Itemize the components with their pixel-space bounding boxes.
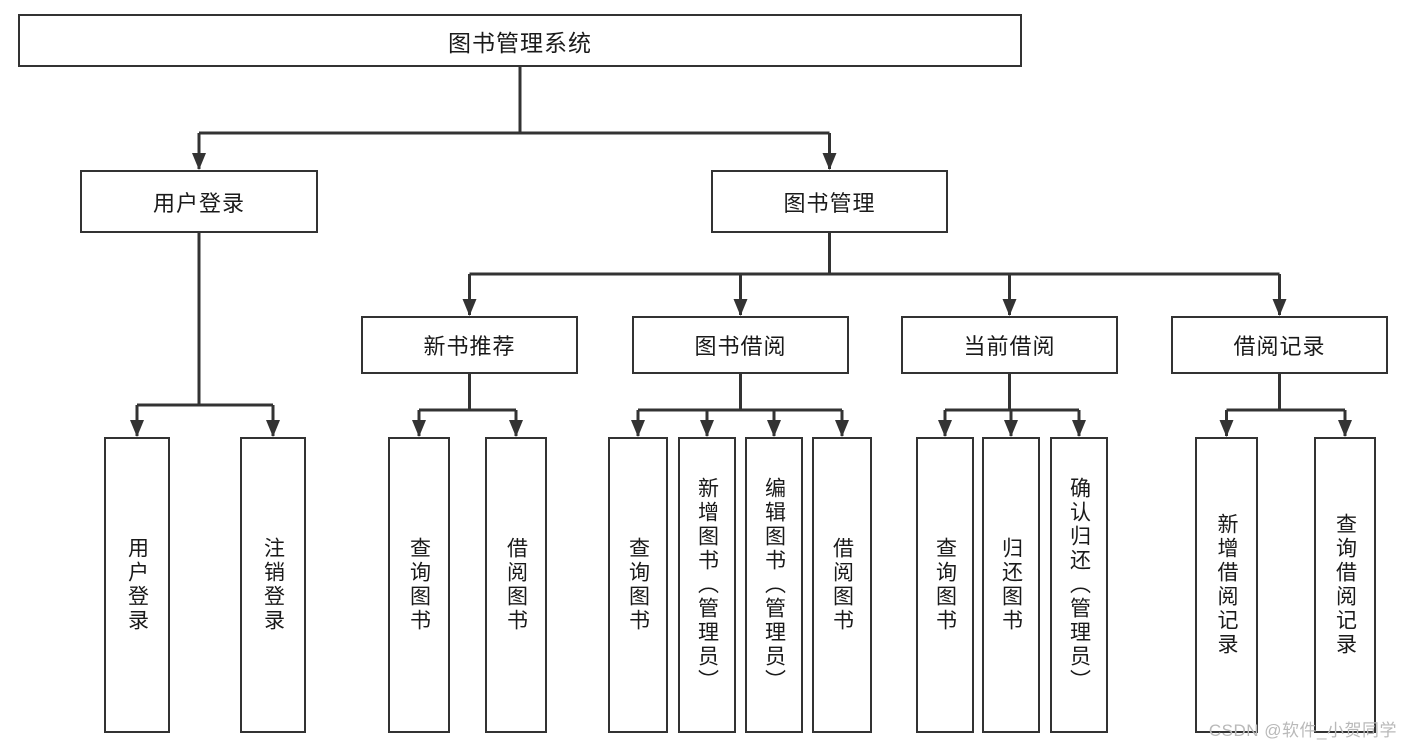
node-new-book-rec[interactable]: 新书推荐 — [361, 316, 578, 374]
node-leaf-user-logout[interactable]: 注销登录 — [240, 437, 306, 733]
node-leaf-record-query[interactable]: 查询借阅记录 — [1314, 437, 1376, 733]
node-label: 用户登录 — [152, 190, 245, 216]
csdn-watermark: CSDN @软件_小贺同学 — [1208, 721, 1397, 740]
node-current-borrow[interactable]: 当前借阅 — [901, 316, 1118, 374]
node-label: 图书管理 — [783, 190, 876, 216]
node-label: 查询图书 — [933, 537, 957, 633]
node-label: 借阅记录 — [1233, 334, 1326, 359]
node-label: 图书借阅 — [694, 334, 787, 359]
node-leaf-borrow-query-book[interactable]: 查询图书 — [608, 437, 668, 733]
node-leaf-borrow-edit-book[interactable]: 编辑图书（管理员） — [745, 437, 803, 733]
node-leaf-borrow-add-book[interactable]: 新增图书（管理员） — [678, 437, 736, 733]
node-leaf-record-add[interactable]: 新增借阅记录 — [1195, 437, 1258, 733]
node-label: 当前借阅 — [963, 334, 1056, 359]
node-root[interactable]: 图书管理系统 — [18, 14, 1022, 67]
node-label: 编辑图书（管理员） — [762, 477, 786, 693]
node-label: 查询图书 — [407, 537, 431, 633]
node-label: 注销登录 — [261, 537, 285, 633]
node-label: 新增借阅记录 — [1215, 513, 1238, 657]
node-book-manage[interactable]: 图书管理 — [711, 170, 948, 233]
node-leaf-rec-query-book[interactable]: 查询图书 — [388, 437, 450, 733]
node-leaf-current-return-book[interactable]: 归还图书 — [982, 437, 1040, 733]
node-label: 用户登录 — [125, 537, 149, 633]
node-label: 借阅图书 — [830, 537, 854, 633]
node-label: 图书管理系统 — [448, 29, 592, 56]
node-label: 归还图书 — [999, 537, 1023, 633]
node-label: 新增图书（管理员） — [695, 477, 719, 693]
node-leaf-user-login[interactable]: 用户登录 — [104, 437, 170, 733]
node-label: 查询图书 — [626, 537, 650, 633]
node-leaf-rec-borrow-book[interactable]: 借阅图书 — [485, 437, 547, 733]
node-label: 新书推荐 — [423, 334, 516, 359]
node-book-borrow[interactable]: 图书借阅 — [632, 316, 849, 374]
node-label: 查询借阅记录 — [1333, 513, 1357, 657]
node-borrow-record[interactable]: 借阅记录 — [1171, 316, 1388, 374]
node-leaf-borrow-borrow-book[interactable]: 借阅图书 — [812, 437, 872, 733]
node-user-login[interactable]: 用户登录 — [80, 170, 318, 233]
node-leaf-current-query-book[interactable]: 查询图书 — [916, 437, 974, 733]
node-label: 借阅图书 — [504, 537, 528, 633]
node-label: 确认归还（管理员） — [1067, 477, 1091, 693]
node-leaf-current-confirm-return[interactable]: 确认归还（管理员） — [1050, 437, 1108, 733]
